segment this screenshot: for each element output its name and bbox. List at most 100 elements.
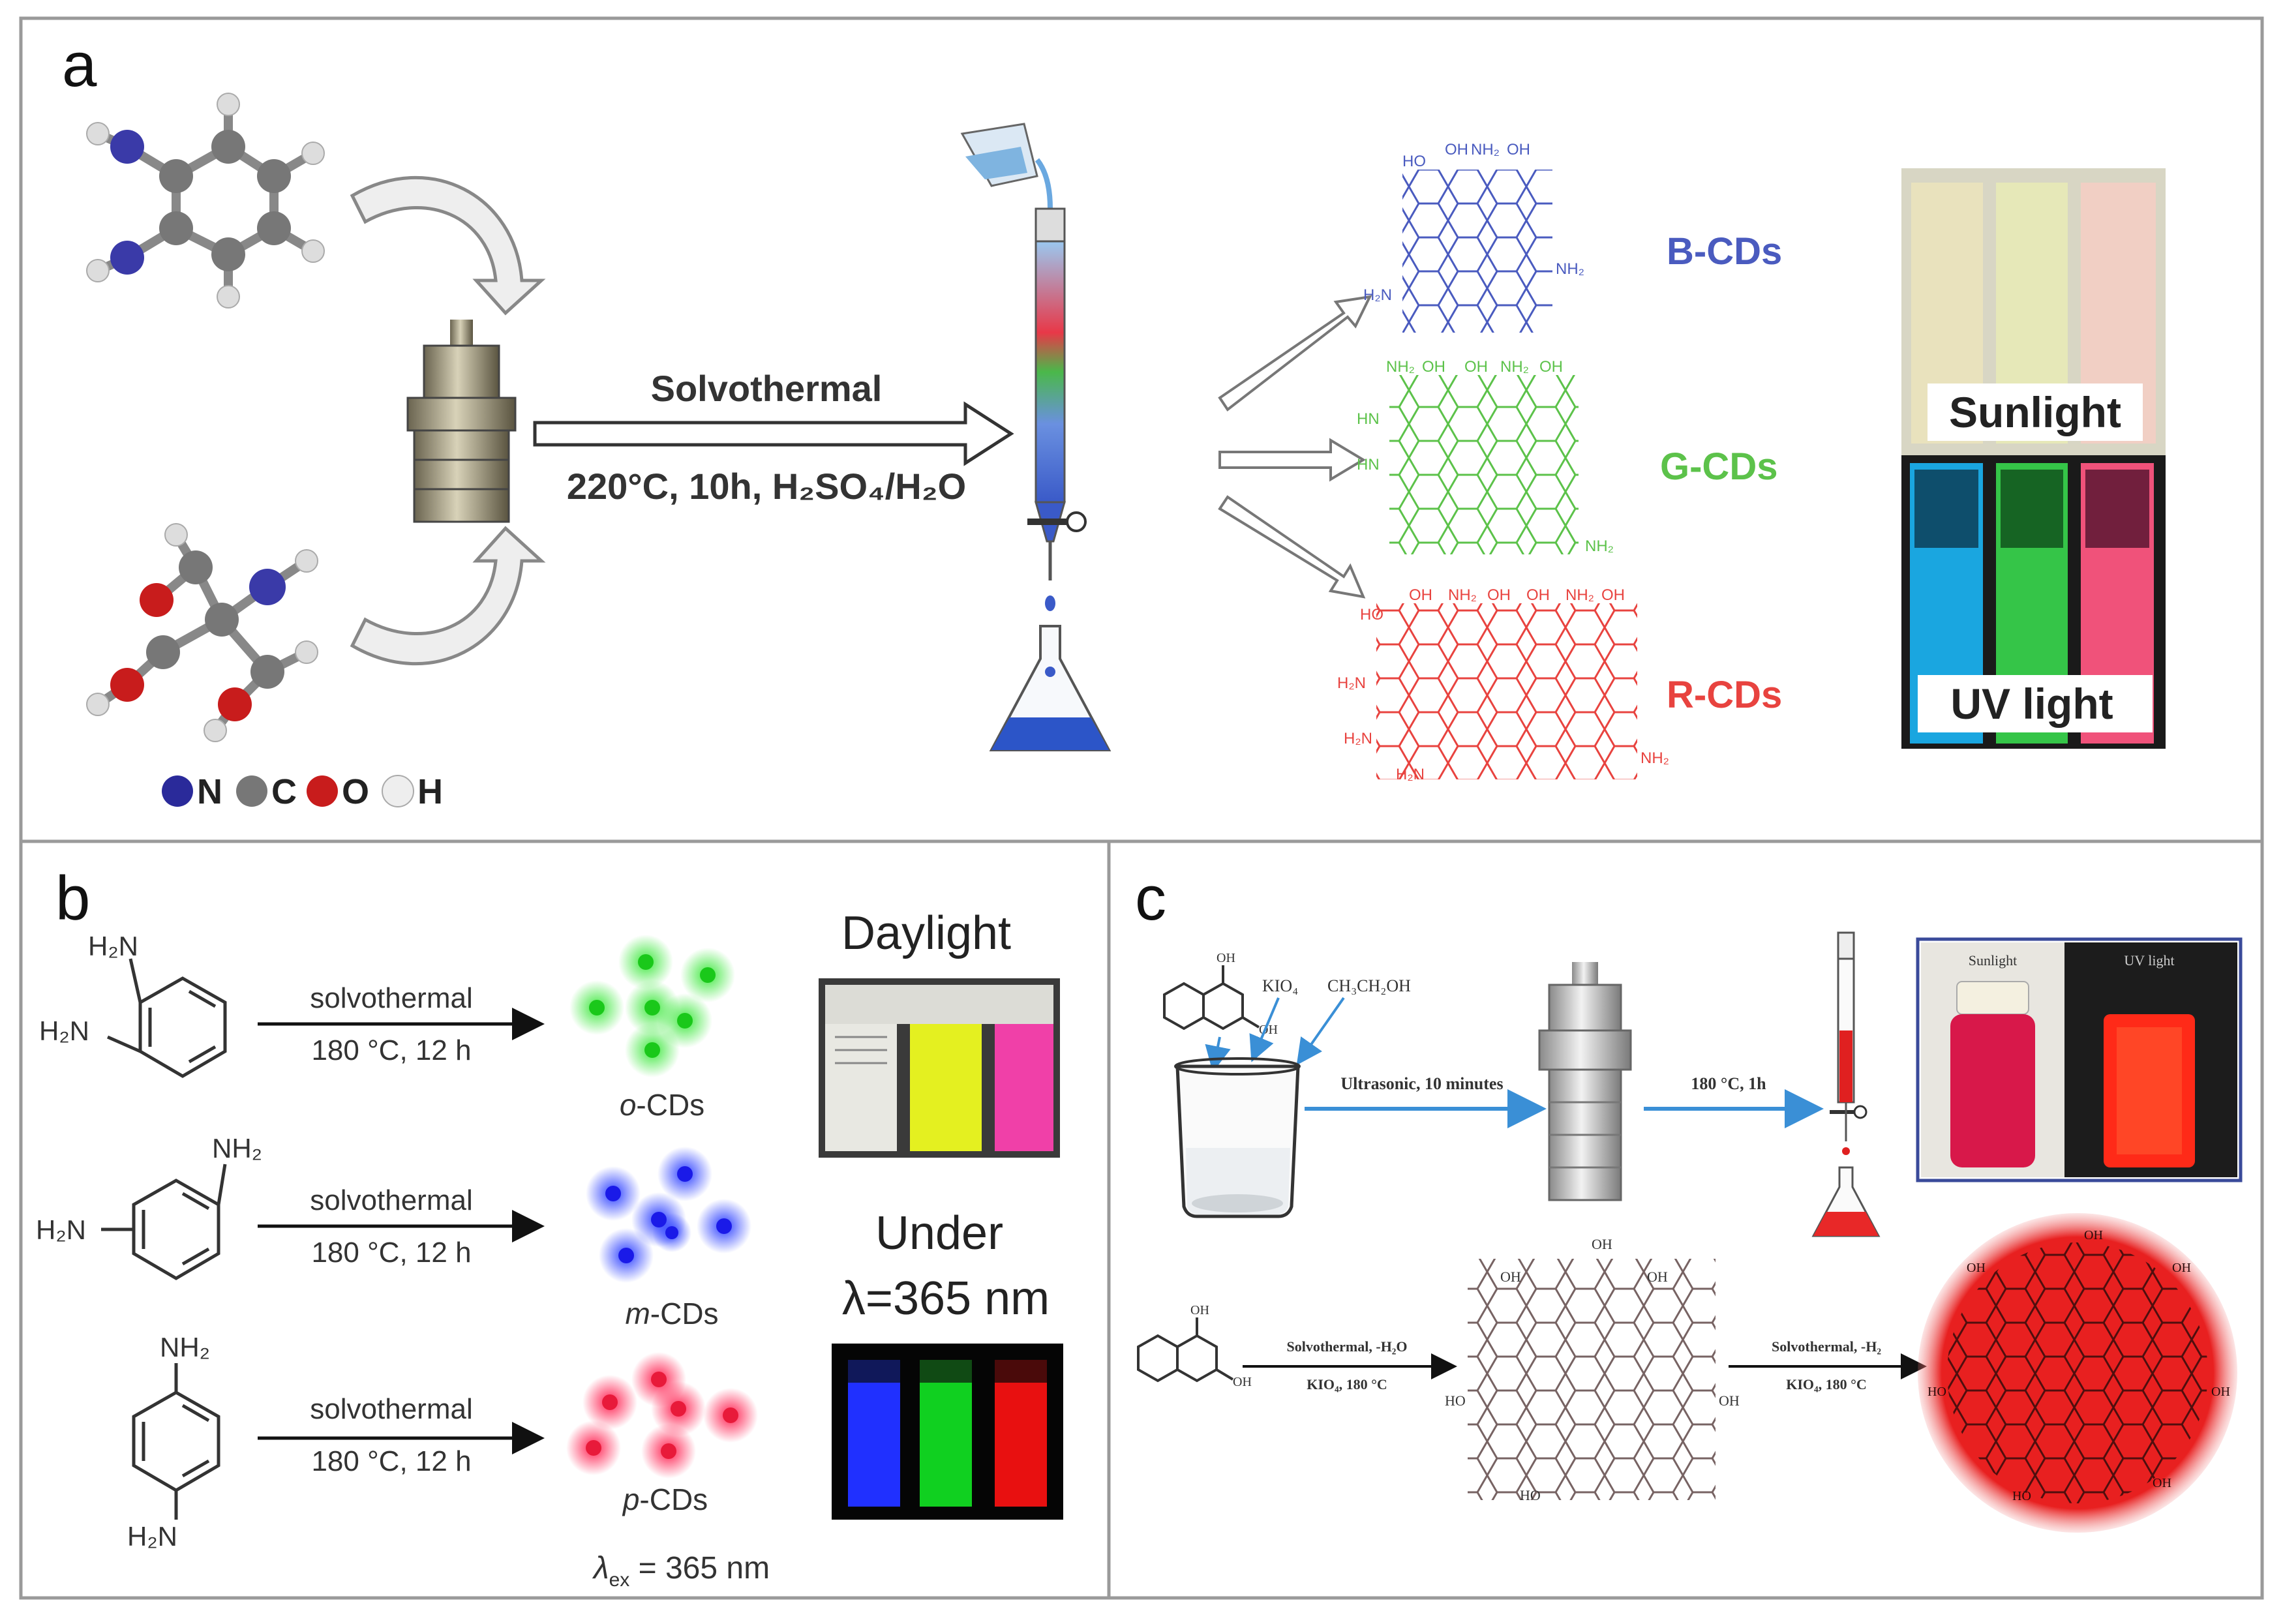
p-cds-label: p-CDs (622, 1482, 708, 1516)
red-carbon-dot (1918, 1213, 2237, 1533)
dot-ho-bottom: HO (2012, 1489, 2031, 1503)
photo-label-sunlight: Sunlight (1949, 388, 2121, 436)
oligomer-oh2: OH (1500, 1269, 1521, 1285)
svg-text:OH: OH (1526, 586, 1550, 604)
photo-label-uv-light: UV light (1950, 680, 2113, 728)
svg-text:NH₂: NH₂ (1500, 358, 1529, 376)
legend-n-swatch (162, 775, 193, 807)
para-nh2-bottom: H₂N (127, 1521, 177, 1552)
dot-oh-right2: OH (2211, 1385, 2230, 1399)
legend-h-swatch (382, 775, 414, 807)
dot-ho-left: HO (1928, 1385, 1946, 1399)
legend-h-label: H (417, 772, 443, 811)
oligomer-oh3: OH (1647, 1269, 1668, 1285)
svg-text:NH₂: NH₂ (1565, 586, 1594, 604)
column-c (1811, 931, 1881, 1237)
svg-text:HO: HO (1360, 606, 1383, 624)
c-bot-oh2: OH (1233, 1375, 1252, 1389)
c-rxn1-bottom: KIO₄, 180 °C (1307, 1376, 1387, 1392)
c-step1-label: Ultrasonic, 10 minutes (1340, 1074, 1503, 1093)
svg-text:HN: HN (1357, 410, 1380, 428)
o-cds-label: o-CDs (620, 1088, 704, 1122)
daylight-label: Daylight (841, 907, 1011, 959)
oligomer-oh1: OH (1592, 1236, 1612, 1252)
naphthalenediol-top (1163, 965, 1260, 1030)
p-cds-dots (566, 1352, 758, 1479)
b-row3-top: solvothermal (310, 1393, 472, 1425)
legend-o-swatch (307, 775, 338, 807)
autoclave-a (406, 320, 517, 523)
svg-text:OH: OH (1507, 141, 1530, 158)
curved-arrow-bottom (350, 526, 546, 666)
legend-c-label: C (271, 772, 297, 811)
reagent-ethanol: CH₃CH₂OH (1327, 976, 1411, 995)
svg-text:OH: OH (1601, 586, 1625, 604)
photo-c-sunlight: Sunlight (1969, 952, 2018, 969)
svg-text:OH: OH (1422, 358, 1445, 376)
column-chromatography (960, 123, 1111, 751)
c-step2-label: 180 °C, 1h (1691, 1074, 1766, 1093)
c-bot-oh1: OH (1190, 1303, 1209, 1317)
svg-text:OH: OH (1409, 586, 1432, 604)
c-rxn2-bottom: KIO₄, 180 °C (1786, 1376, 1867, 1392)
arrow-label-conditions: 220°C, 10h, H₂SO₄/H₂O (567, 466, 966, 507)
b-row3-bottom: 180 °C, 12 h (311, 1445, 471, 1477)
oligomer-oh4: OH (1719, 1392, 1740, 1409)
svg-text:NH₂: NH₂ (1448, 586, 1477, 604)
m-cds-dots (586, 1147, 751, 1283)
svg-text:NH₂: NH₂ (1640, 749, 1669, 767)
dot-oh-left: OH (1967, 1261, 1986, 1275)
c-rxn2-top: Solvothermal, -H₂ (1772, 1338, 1881, 1355)
svg-text:H₂N: H₂N (1396, 766, 1425, 783)
legend-n-label: N (197, 772, 222, 811)
dot-oh-top: OH (2084, 1228, 2103, 1242)
legend-o-label: O (342, 772, 369, 811)
b-row1-top: solvothermal (310, 982, 472, 1014)
benzene-para (132, 1363, 220, 1520)
structure-g-cds: NH₂ OH OH NH₂ OH HN HN NH₂ (1357, 358, 1614, 555)
panel-a-frame (19, 16, 2264, 843)
benzene-meta (101, 1164, 227, 1280)
arrow-label-solvothermal: Solvothermal (651, 368, 883, 409)
structure-b-cds: HO OH NH₂ OH H₂N NH₂ (1363, 141, 1584, 333)
dot-oh-bottom: OH (2153, 1476, 2171, 1490)
label-g-cds: G-CDs (1660, 445, 1777, 488)
dot-oh-right: OH (2172, 1261, 2191, 1275)
fan-arrow-bottom (1218, 495, 1366, 599)
daylight-photo (819, 978, 1060, 1158)
c-rxn1-top: Solvothermal, -H₂O (1286, 1338, 1407, 1355)
svg-text:OH: OH (1487, 586, 1511, 604)
o-cds-dots (569, 935, 735, 1077)
reagent-kio4: KIO₄ (1262, 976, 1298, 995)
meta-nh2-top: NH₂ (212, 1133, 262, 1164)
structure-r-cds: HO OH NH₂ OH OH NH₂ OH H₂N H₂N H₂N NH₂ (1337, 586, 1669, 783)
panel-label-b: b (55, 864, 90, 933)
fan-arrow-middle (1218, 438, 1366, 482)
svg-text:H₂N: H₂N (1337, 674, 1366, 692)
under-label: Under (875, 1207, 1003, 1259)
panel-label-c: c (1135, 864, 1166, 933)
vials-photo-a (1901, 168, 2166, 749)
svg-text:HN: HN (1357, 456, 1380, 474)
svg-text:NH₂: NH₂ (1471, 141, 1500, 158)
svg-text:OH: OH (1539, 358, 1563, 376)
para-nh2-top: NH₂ (160, 1332, 210, 1362)
wavelength-label: λ=365 nm (842, 1272, 1050, 1325)
meta-nh2-left: H₂N (36, 1214, 86, 1245)
ortho-nh2-top: H₂N (88, 931, 138, 961)
oligomer-ho2: HO (1520, 1487, 1541, 1503)
svg-text:H₂N: H₂N (1363, 286, 1392, 304)
polymer-intermediate (1468, 1259, 1716, 1500)
b-row1-bottom: 180 °C, 12 h (311, 1034, 471, 1066)
c-top-oh1: OH (1217, 951, 1235, 965)
svg-text:H₂N: H₂N (1344, 730, 1372, 747)
svg-text:NH₂: NH₂ (1386, 358, 1415, 376)
lambda-ex-label: λex = 365 nm (592, 1551, 770, 1591)
label-b-cds: B-CDs (1667, 230, 1782, 273)
label-r-cds: R-CDs (1667, 674, 1782, 716)
b-row2-bottom: 180 °C, 12 h (311, 1237, 471, 1269)
autoclave-c (1538, 962, 1632, 1201)
atom-legend: N C O H (162, 772, 443, 811)
uv-photo-b (832, 1344, 1063, 1520)
